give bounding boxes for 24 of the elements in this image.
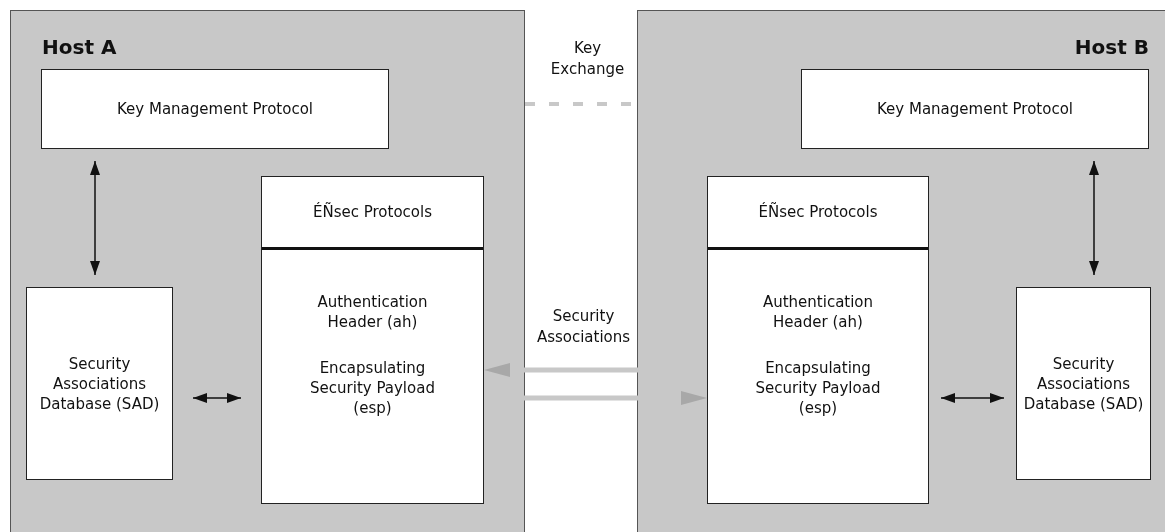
host-title: Host B [1074, 35, 1149, 59]
host-panel [637, 10, 1165, 532]
process-box [41, 69, 389, 149]
process-box [26, 287, 173, 480]
arrow [940, 393, 1005, 403]
protocol-box [261, 176, 484, 504]
protocol-header: ÉÑsec Protocols [262, 177, 483, 250]
protocol-name: Authentication Header (ah) [761, 292, 875, 332]
protocol-name: Encapsulating Security Payload (esp) [309, 358, 436, 418]
box-label: Key Management Protocol [877, 99, 1073, 119]
protocol-name: Encapsulating Security Payload (esp) [754, 358, 882, 418]
process-box [1016, 287, 1151, 480]
protocol-header: ÉÑsec Protocols [708, 177, 928, 250]
protocol-box [707, 176, 929, 504]
host-panel [10, 10, 525, 532]
protocol-name: Authentication Header (ah) [316, 292, 429, 332]
arrow [90, 160, 100, 276]
arrow [192, 393, 242, 403]
box-label: Key Management Protocol [117, 99, 313, 119]
host-title: Host A [42, 35, 117, 59]
box-label: Security Associations Database (SAD) [38, 353, 161, 414]
process-box [801, 69, 1149, 149]
arrow [1089, 160, 1099, 276]
box-label: Security Associations Database (SAD) [1022, 353, 1145, 414]
